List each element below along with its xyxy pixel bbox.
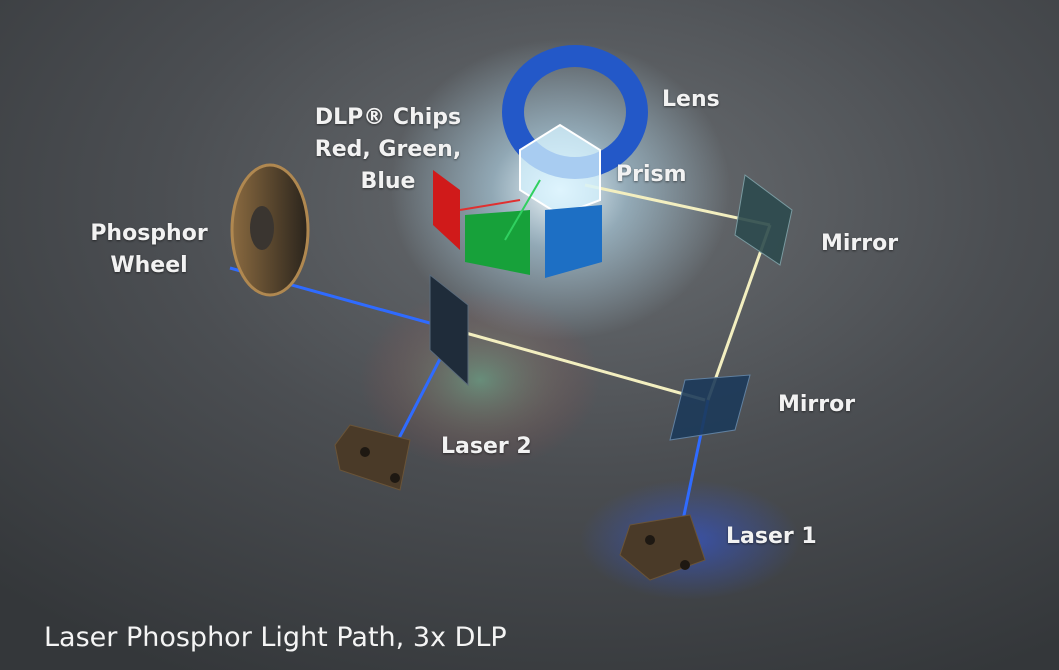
phosphor-wheel-hub	[250, 206, 274, 250]
mirror-upper	[734, 174, 793, 266]
label-phosphor-line-1: Phosphor	[90, 221, 208, 246]
label-mirror-upper: Mirror	[821, 231, 899, 256]
label-mirror-lower: Mirror	[778, 392, 856, 417]
mirror-lower	[669, 374, 751, 441]
label-dlp-line-3: Blue	[360, 169, 416, 194]
laser-2	[334, 424, 411, 491]
prism	[519, 123, 601, 217]
red-path	[459, 199, 521, 211]
dichroic-mirror	[429, 273, 469, 387]
red-dlp-chip	[433, 170, 460, 250]
label-lens: Lens	[662, 87, 720, 112]
combined-beam	[454, 328, 706, 402]
green-path	[504, 179, 541, 241]
label-laser-2: Laser 2	[441, 434, 532, 459]
caption: Laser Phosphor Light Path, 3x DLP	[44, 622, 507, 653]
blue-dlp-chip	[545, 205, 602, 278]
label-dlp-line-1: DLP® Chips	[314, 105, 462, 130]
label-dlp-chips: DLP® Chips Red, Green, Blue	[315, 102, 461, 198]
mirror-beam	[706, 224, 772, 401]
label-prism: Prism	[616, 162, 687, 187]
label-dlp-line-2: Red, Green,	[314, 137, 462, 162]
label-laser-1: Laser 1	[726, 524, 817, 549]
label-phosphor-wheel: Phosphor Wheel	[90, 218, 207, 282]
label-phosphor-line-2: Wheel	[110, 253, 188, 278]
